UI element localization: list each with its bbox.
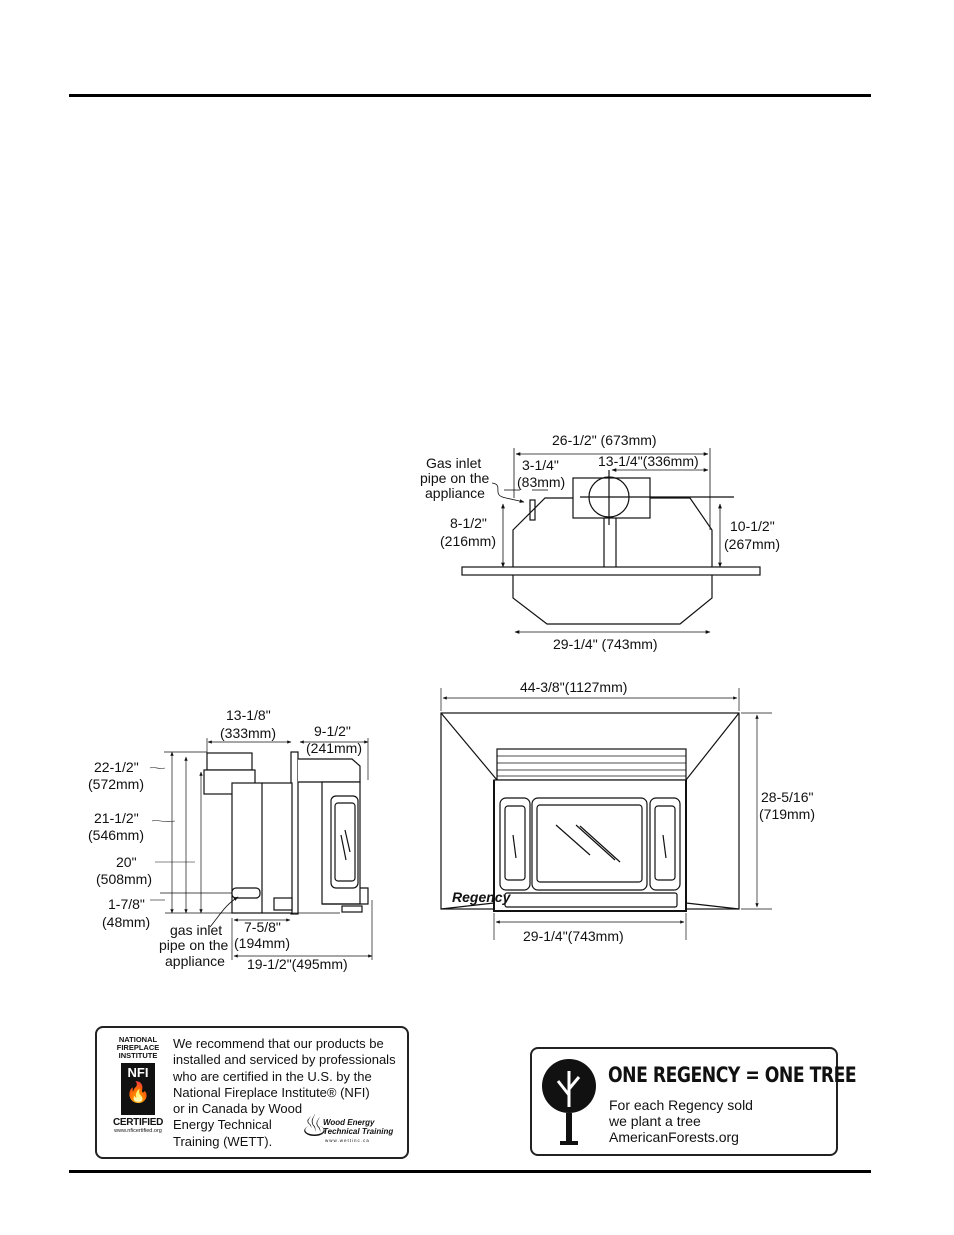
nfi-recommendation-text: We recommend that our products be instal…	[173, 1036, 403, 1150]
side-h4-1: 1-7/8"	[108, 896, 145, 912]
side-inlet-depth-2: (194mm)	[234, 935, 290, 951]
nfi-text-line: installed and serviced by professionals	[173, 1052, 396, 1068]
front-view-labels: 44-3/8"(1127mm) 28-5/16" (719mm) 29-1/4"…	[452, 679, 815, 944]
front-base-width: 29-1/4"(743mm)	[523, 928, 624, 944]
nfi-mark-text: NFI	[127, 1065, 149, 1080]
side-h2-2: (546mm)	[88, 827, 144, 843]
front-overall-width: 44-3/8"(1127mm)	[520, 679, 627, 695]
top-overall-width: 26-1/2" (673mm)	[552, 432, 657, 448]
side-h3-2: (508mm)	[96, 871, 152, 887]
top-gas-inlet-3: appliance	[425, 485, 485, 501]
side-h4-2: (48mm)	[102, 914, 150, 930]
nfi-recommendation-box: NATIONAL FIREPLACE INSTITUTE NFI 🔥 CERTI…	[95, 1026, 409, 1159]
nfi-certified-label: CERTIFIED	[112, 1117, 164, 1128]
front-view-diagram	[440, 688, 772, 940]
one-tree-line: we plant a tree	[609, 1113, 701, 1129]
nfi-text-line: Energy Technical	[173, 1117, 272, 1133]
tree-icon	[542, 1059, 596, 1145]
top-left-depth-2: (216mm)	[440, 533, 496, 549]
nfi-logo-line: FIREPLACE	[116, 1043, 160, 1052]
top-right-depth-2: (267mm)	[724, 536, 780, 552]
wett-logo-line: Technical Training	[323, 1127, 394, 1136]
side-flue-height-2: (333mm)	[220, 725, 276, 741]
top-right-depth-1: 10-1/2"	[730, 518, 775, 534]
top-rule	[69, 94, 871, 97]
nfi-logo-line: INSTITUTE	[118, 1051, 158, 1060]
top-left-depth-1: 8-1/2"	[450, 515, 487, 531]
nfi-text-line: National Fireplace Institute® (NFI)	[173, 1084, 370, 1100]
flame-icon: 🔥	[125, 1082, 151, 1104]
one-tree-line: For each Regency sold	[609, 1097, 753, 1113]
nfi-text-line: Training (WETT).	[173, 1133, 273, 1149]
one-tree-box: ONE REGENCY = ONE TREE For each Regency …	[530, 1047, 857, 1156]
front-brand-mark: Regency	[452, 889, 512, 905]
top-offset-1: 3-1/4"	[522, 457, 559, 473]
top-offset-2: (83mm)	[517, 474, 565, 490]
one-tree-link: AmericanForests.org	[609, 1129, 739, 1145]
bottom-rule	[69, 1170, 871, 1173]
wett-url: www.wettinc.ca	[325, 1138, 370, 1143]
nfi-logo-line: NATIONAL	[118, 1035, 158, 1044]
top-view-labels: 26-1/2" (673mm) Gas inlet pipe on the ap…	[420, 432, 780, 652]
top-gas-inlet-2: pipe on the	[420, 470, 489, 486]
nfi-text-line: or in Canada by Wood	[173, 1101, 303, 1117]
front-height-1: 28-5/16"	[761, 789, 813, 805]
side-view-labels: 13-1/8" (333mm) 9-1/2" (241mm) 22-1/2" (…	[88, 707, 362, 972]
front-height-2: (719mm)	[759, 806, 815, 822]
nfi-text-line: who are certified in the U.S. by the	[173, 1068, 372, 1084]
top-gas-inlet-1: Gas inlet	[426, 455, 481, 471]
nfi-logo: NATIONAL FIREPLACE INSTITUTE NFI 🔥 CERTI…	[107, 1035, 169, 1135]
side-front-depth-2: (241mm)	[306, 740, 362, 756]
wett-logo: ♨ Wood Energy Technical Training www.wet…	[301, 1108, 401, 1150]
top-view-diagram	[461, 448, 761, 634]
one-tree-title: ONE REGENCY = ONE TREE	[608, 1063, 857, 1087]
side-gas-inlet-3: appliance	[165, 953, 225, 969]
nfi-url: www.nficertified.org	[114, 1128, 162, 1134]
side-h2-1: 21-1/2"	[94, 810, 139, 826]
side-gas-inlet-2: pipe on the	[159, 937, 228, 953]
side-gas-inlet-1: gas inlet	[170, 922, 222, 938]
side-h1-1: 22-1/2"	[94, 759, 139, 775]
nfi-text-line: We recommend that our products be	[173, 1036, 384, 1051]
side-h3-1: 20"	[116, 854, 137, 870]
side-flue-height-1: 13-1/8"	[226, 707, 271, 723]
side-total-depth: 19-1/2"(495mm)	[247, 956, 348, 972]
top-flue-offset: 13-1/4"(336mm)	[598, 453, 699, 469]
nfi-mark: NFI 🔥	[121, 1063, 155, 1115]
side-front-depth-1: 9-1/2"	[314, 723, 351, 739]
side-inlet-depth-1: 7-5/8"	[244, 919, 281, 935]
flame-icon: ♨	[301, 1110, 328, 1143]
side-h1-2: (572mm)	[88, 776, 144, 792]
wett-logo-line: Wood Energy	[323, 1118, 375, 1127]
side-view-diagram	[149, 738, 373, 960]
top-front-width: 29-1/4" (743mm)	[553, 636, 658, 652]
